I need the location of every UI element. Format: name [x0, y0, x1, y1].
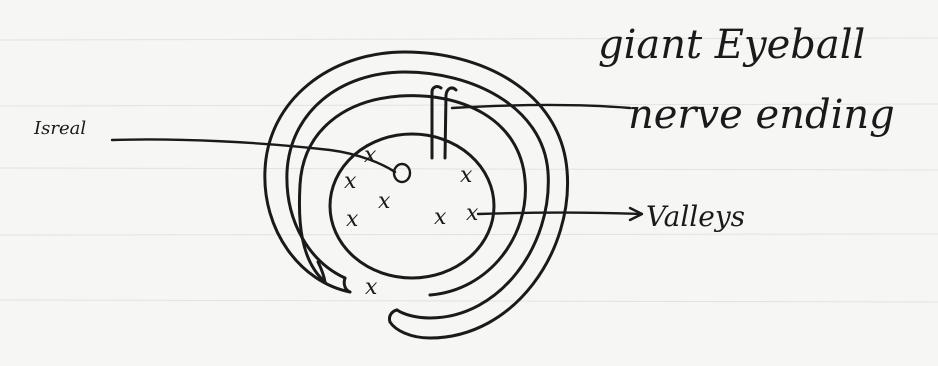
- x-mark: x: [364, 143, 377, 168]
- x-mark: x: [378, 189, 391, 214]
- x-marks: x x x x x x x x: [344, 143, 479, 300]
- x-mark: x: [365, 275, 378, 300]
- isreal-label: Isreal: [33, 118, 86, 139]
- nerve-ending-label: nerve ending: [628, 92, 895, 138]
- x-mark: x: [460, 163, 473, 188]
- israel-marker: [394, 164, 410, 182]
- valleys-pointer-line: [478, 213, 640, 215]
- valleys-label: Valleys: [646, 200, 745, 233]
- x-mark: x: [466, 201, 479, 226]
- x-mark: x: [344, 169, 357, 194]
- x-mark: x: [434, 205, 447, 230]
- middle-ring: [299, 96, 525, 295]
- diagram-title: giant Eyeball: [598, 22, 865, 68]
- x-mark: x: [346, 207, 359, 232]
